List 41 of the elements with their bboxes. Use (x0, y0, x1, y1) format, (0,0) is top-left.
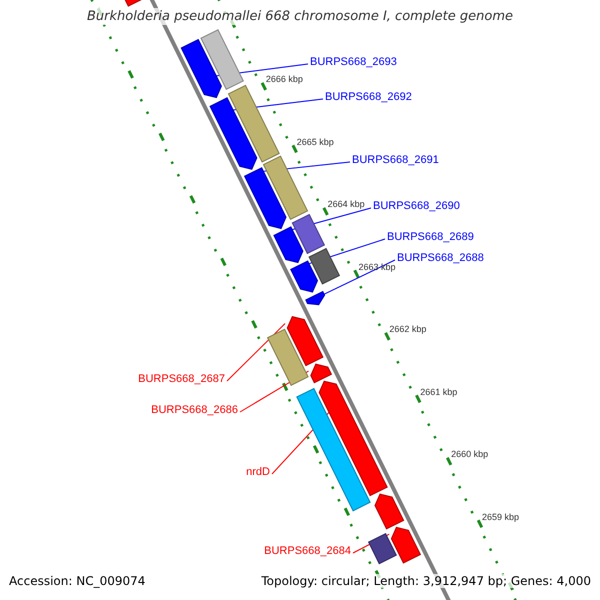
gene-feature (244, 167, 287, 230)
scale-label: 2666 kbp (266, 75, 303, 84)
scale-label: 2663 kbp (358, 262, 396, 272)
scale-label: 2661 kbp (420, 388, 458, 397)
gene-bar (292, 214, 326, 254)
gene-bar (296, 388, 371, 512)
footer-text: Topology: circular; Length: 3,912,947 bp; Genes: 4,000 (261, 574, 591, 588)
gene-bar (308, 248, 340, 285)
gene-feature (290, 260, 318, 293)
scale-label: 2660 kbp (451, 450, 488, 460)
gene-feature (318, 380, 388, 496)
gene-label: BURPS668_2689 (387, 232, 474, 243)
gene-label: BURPS668_2692 (325, 92, 412, 103)
gene-feature (390, 526, 422, 564)
gene-label: BURPS668_2687 (138, 374, 225, 385)
gene-feature (310, 364, 332, 384)
gene-label: BURPS668_2688 (397, 253, 484, 264)
gene-label: BURPS668_2691 (352, 155, 439, 166)
scale-label: 2662 kbp (389, 325, 426, 334)
scale-label: 2664 kbp (328, 200, 365, 210)
leader-line (324, 260, 396, 295)
gene-bar (262, 156, 308, 220)
gene-label: BURPS668_2693 (310, 57, 397, 68)
scale-label: 2665 kbp (296, 138, 334, 147)
gene-label: nrdD (246, 467, 270, 478)
gene-feature (286, 316, 324, 366)
gene-label: BURPS668_2690 (373, 201, 460, 212)
leader-line (226, 323, 286, 382)
gene-label: BURPS668_2686 (151, 405, 238, 416)
gene-bar (266, 328, 309, 386)
gene-feature (180, 38, 222, 98)
gene-feature (209, 97, 258, 170)
gene-bar (228, 84, 280, 163)
gene-feature (273, 226, 304, 264)
gene-bar (368, 533, 397, 564)
gene-feature (305, 290, 326, 306)
footer-text: Accession: NC_009074 (9, 574, 146, 588)
gene-feature (374, 494, 404, 530)
gene-bar (200, 29, 244, 90)
scale-label: 2659 kbp (482, 512, 520, 522)
gene-label: BURPS668_2684 (264, 546, 351, 557)
